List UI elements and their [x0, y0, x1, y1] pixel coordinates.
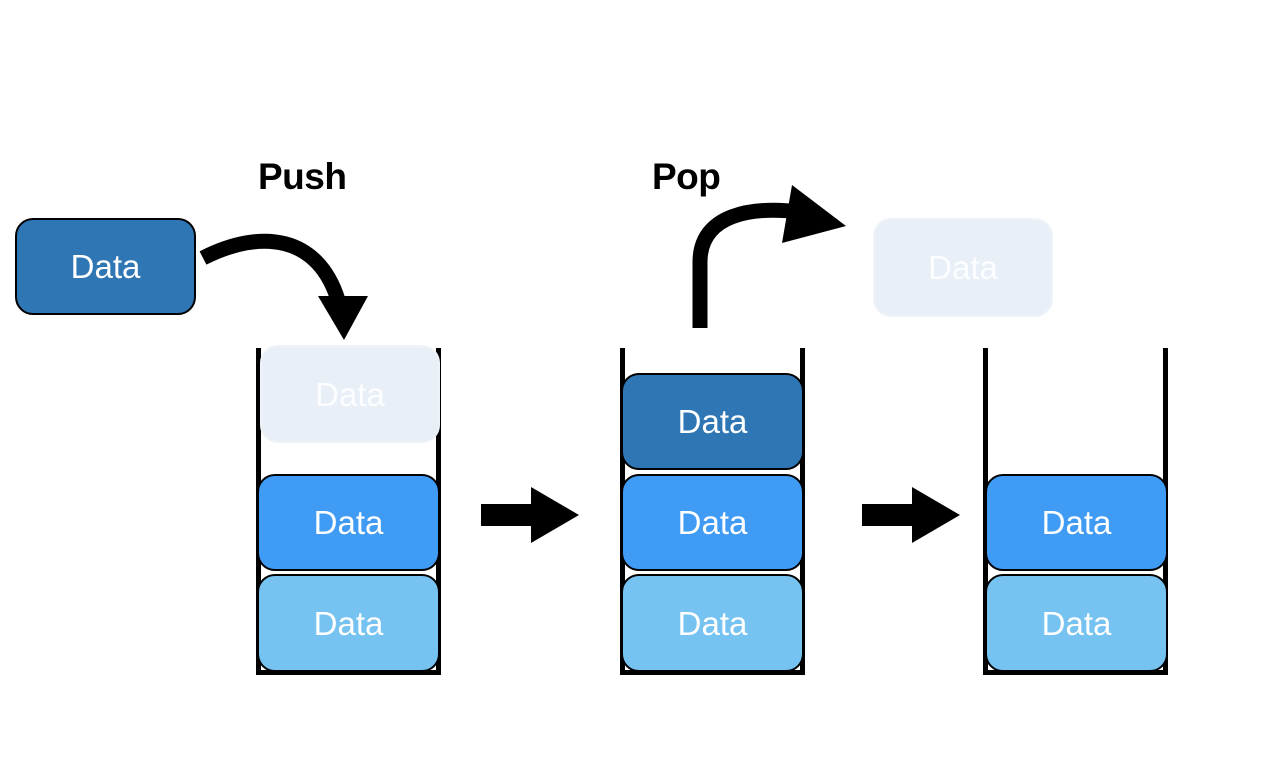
stack1-slot-middle[interactable]: Data — [257, 474, 440, 571]
stage-arrow-2 — [862, 487, 960, 543]
stack1-bottom-rail — [256, 670, 441, 675]
stack3-slot-middle[interactable]: Data — [985, 474, 1168, 571]
pop-label: Pop — [652, 156, 721, 197]
stack2-slot-middle[interactable]: Data — [621, 474, 804, 571]
stack3-slot-bottom[interactable]: Data — [985, 574, 1168, 672]
stack1-slot-top-label: Data — [315, 375, 385, 413]
stack3-slot-bottom-label: Data — [1041, 604, 1112, 642]
stack2-slot-top-label: Data — [677, 403, 748, 440]
stack1-slot-bottom-label: Data — [313, 604, 384, 642]
stack1-slot-top[interactable]: Data — [260, 345, 440, 443]
stack2-bottom-rail — [620, 670, 805, 675]
stack2-slot-bottom-label: Data — [677, 604, 748, 642]
stack3-slot-middle-label: Data — [1041, 504, 1112, 541]
push-label: Push — [258, 156, 347, 197]
ejected-data-box-label: Data — [928, 249, 998, 286]
stack2-slot-top[interactable]: Data — [621, 373, 804, 470]
stack1-slot-middle-label: Data — [313, 504, 384, 541]
ejected-data-box[interactable]: Data — [873, 218, 1053, 317]
incoming-data-box[interactable]: Data — [15, 218, 196, 315]
stack2-slot-bottom[interactable]: Data — [621, 574, 804, 672]
stage-arrow-1 — [481, 487, 579, 543]
stack2-slot-middle-label: Data — [677, 504, 748, 541]
incoming-data-box-label: Data — [70, 248, 141, 285]
stack3-bottom-rail — [983, 670, 1168, 675]
push-curve-arrow — [199, 233, 368, 340]
stack1-slot-bottom[interactable]: Data — [257, 574, 440, 672]
pop-curve-arrow — [692, 185, 846, 328]
